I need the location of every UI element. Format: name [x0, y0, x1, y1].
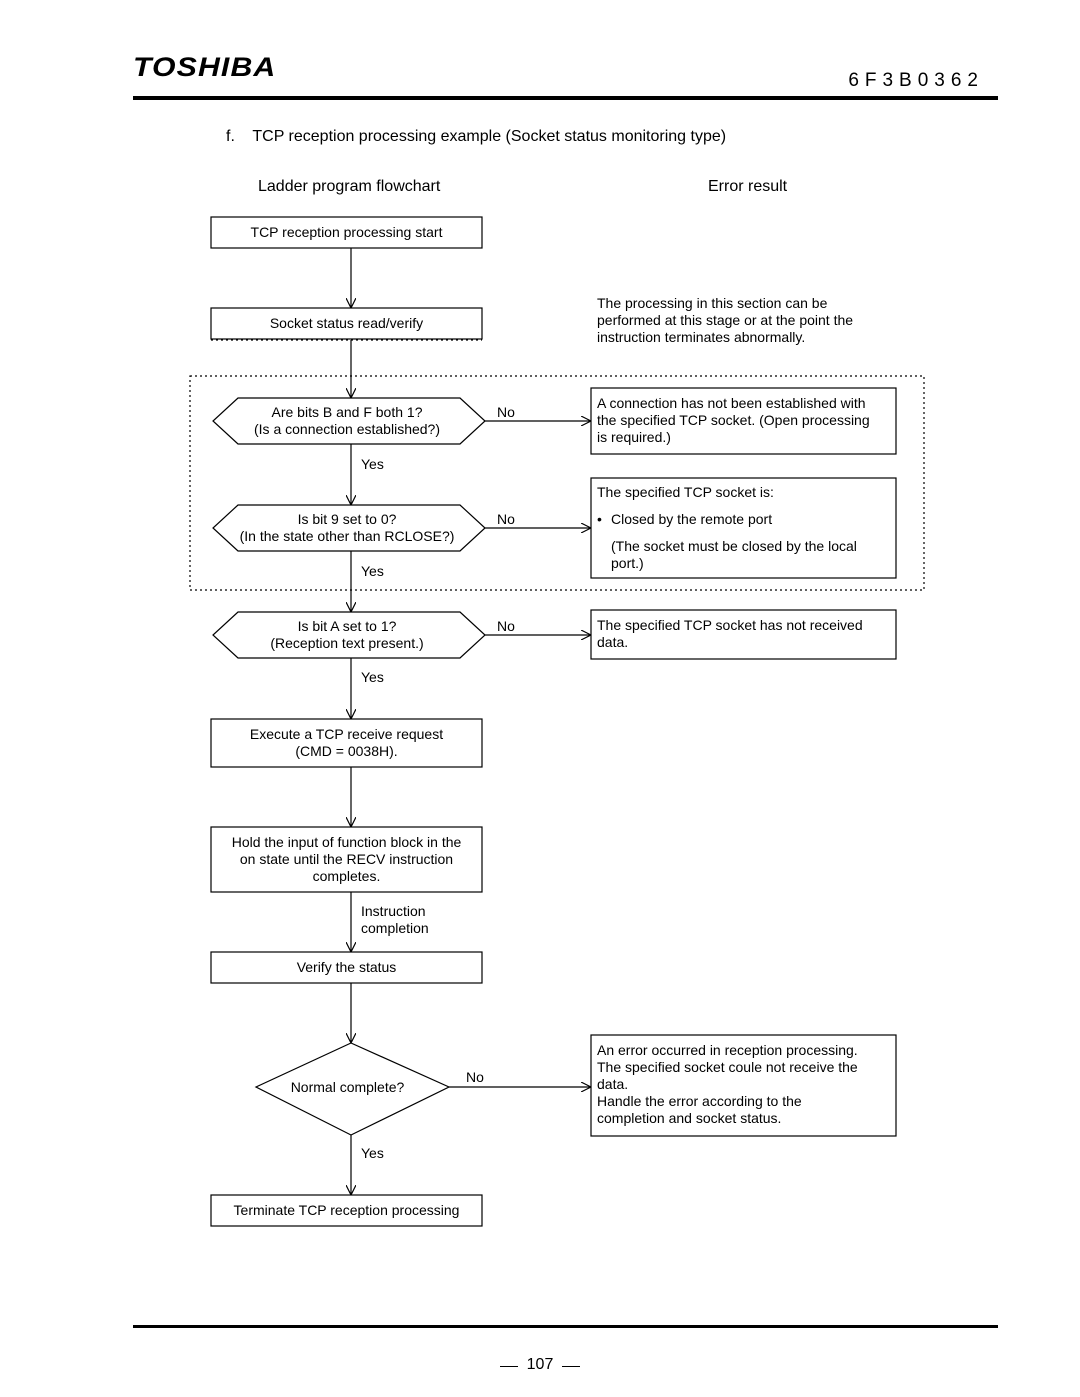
- instruction-completion-line2: completion: [361, 920, 429, 936]
- verify-label: Verify the status: [296, 959, 397, 975]
- error-box-3: [590, 609, 897, 660]
- header-rule: [133, 96, 998, 100]
- error4-line4: Handle the error according to the: [597, 1093, 802, 1109]
- instruction-completion-line1: Instruction: [361, 903, 426, 919]
- page-dash-left: [500, 1366, 518, 1367]
- d1-label-line1: Are bits B and F both 1?: [271, 404, 423, 420]
- decision-reception: [212, 611, 486, 659]
- decision-rclose: [212, 504, 486, 552]
- hold-label-line3: completes.: [312, 868, 381, 884]
- no-label-1: No: [497, 404, 515, 420]
- hold-label-line2: on state until the RECV instruction: [239, 851, 454, 867]
- yes-label-2: Yes: [361, 563, 384, 579]
- error2-sub-line2: port.): [611, 555, 644, 571]
- error-box-4: [590, 1034, 897, 1137]
- error2-bullet: •: [597, 511, 602, 527]
- exec-label-line1: Execute a TCP receive request: [249, 726, 444, 742]
- socket-read-box: [210, 307, 483, 340]
- error2-item: Closed by the remote port: [611, 511, 773, 527]
- terminate-box: [210, 1194, 483, 1227]
- document-number: 6F3B0362: [848, 70, 984, 91]
- exec-box: [210, 718, 483, 768]
- yes-label-4: Yes: [361, 1145, 384, 1161]
- verify-box: [210, 951, 483, 984]
- error3-line2: data.: [597, 634, 629, 650]
- processing-note-line3: instruction terminates abnormally.: [597, 329, 806, 345]
- d2-label-line2: (In the state other than RCLOSE?): [239, 528, 455, 544]
- d1-label-line2: (Is a connection established?): [254, 421, 440, 437]
- decision-connection: [212, 397, 486, 445]
- section-heading: f. TCP reception processing example (Soc…: [226, 128, 727, 145]
- error3-line1: The specified TCP socket has not receive…: [597, 617, 863, 633]
- error4-line5: completion and socket status.: [597, 1110, 782, 1126]
- error-box-2: [590, 477, 897, 579]
- page-dash-right: [562, 1366, 580, 1367]
- error1-line3: is required.): [597, 429, 671, 445]
- error4-line3: data.: [597, 1076, 629, 1092]
- error1-line1: A connection has not been established wi…: [597, 395, 866, 411]
- column-heading-flowchart: Ladder program flowchart: [258, 178, 441, 195]
- error-box-1: [590, 387, 897, 455]
- error2-sub-line1: (The socket must be closed by the local: [611, 538, 857, 554]
- d2-label-line1: Is bit 9 set to 0?: [297, 511, 397, 527]
- d4-label: Normal complete?: [290, 1079, 405, 1095]
- processing-note-line2: performed at this stage or at the point …: [597, 312, 854, 328]
- page-number: 107: [526, 1356, 554, 1373]
- error4-line1: An error occurred in reception processin…: [597, 1042, 858, 1058]
- terminate-label: Terminate TCP reception processing: [233, 1202, 460, 1218]
- footer-rule: [133, 1325, 998, 1328]
- no-label-3: No: [497, 618, 515, 634]
- toshiba-logo: TOSHIBA: [133, 52, 277, 82]
- error4-line2: The specified socket coule not receive t…: [597, 1059, 858, 1075]
- hold-box: [210, 826, 483, 893]
- socket-read-label: Socket status read/verify: [269, 315, 424, 331]
- processing-note-line1: The processing in this section can be: [597, 295, 828, 311]
- error1-line2: the specified TCP socket. (Open processi…: [597, 412, 870, 428]
- hold-label-line1: Hold the input of function block in the: [231, 834, 462, 850]
- error2-title: The specified TCP socket is:: [597, 484, 774, 500]
- d3-label-line1: Is bit A set to 1?: [297, 618, 397, 634]
- no-label-4: No: [466, 1069, 484, 1085]
- yes-label-3: Yes: [361, 669, 384, 685]
- column-heading-error-result: Error result: [708, 178, 788, 195]
- exec-label-line2: (CMD = 0038H).: [295, 743, 398, 759]
- start-box: [210, 216, 483, 249]
- no-label-2: No: [497, 511, 515, 527]
- yes-label-1: Yes: [361, 456, 384, 472]
- start-label: TCP reception processing start: [250, 224, 443, 240]
- d3-label-line2: (Reception text present.): [270, 635, 424, 651]
